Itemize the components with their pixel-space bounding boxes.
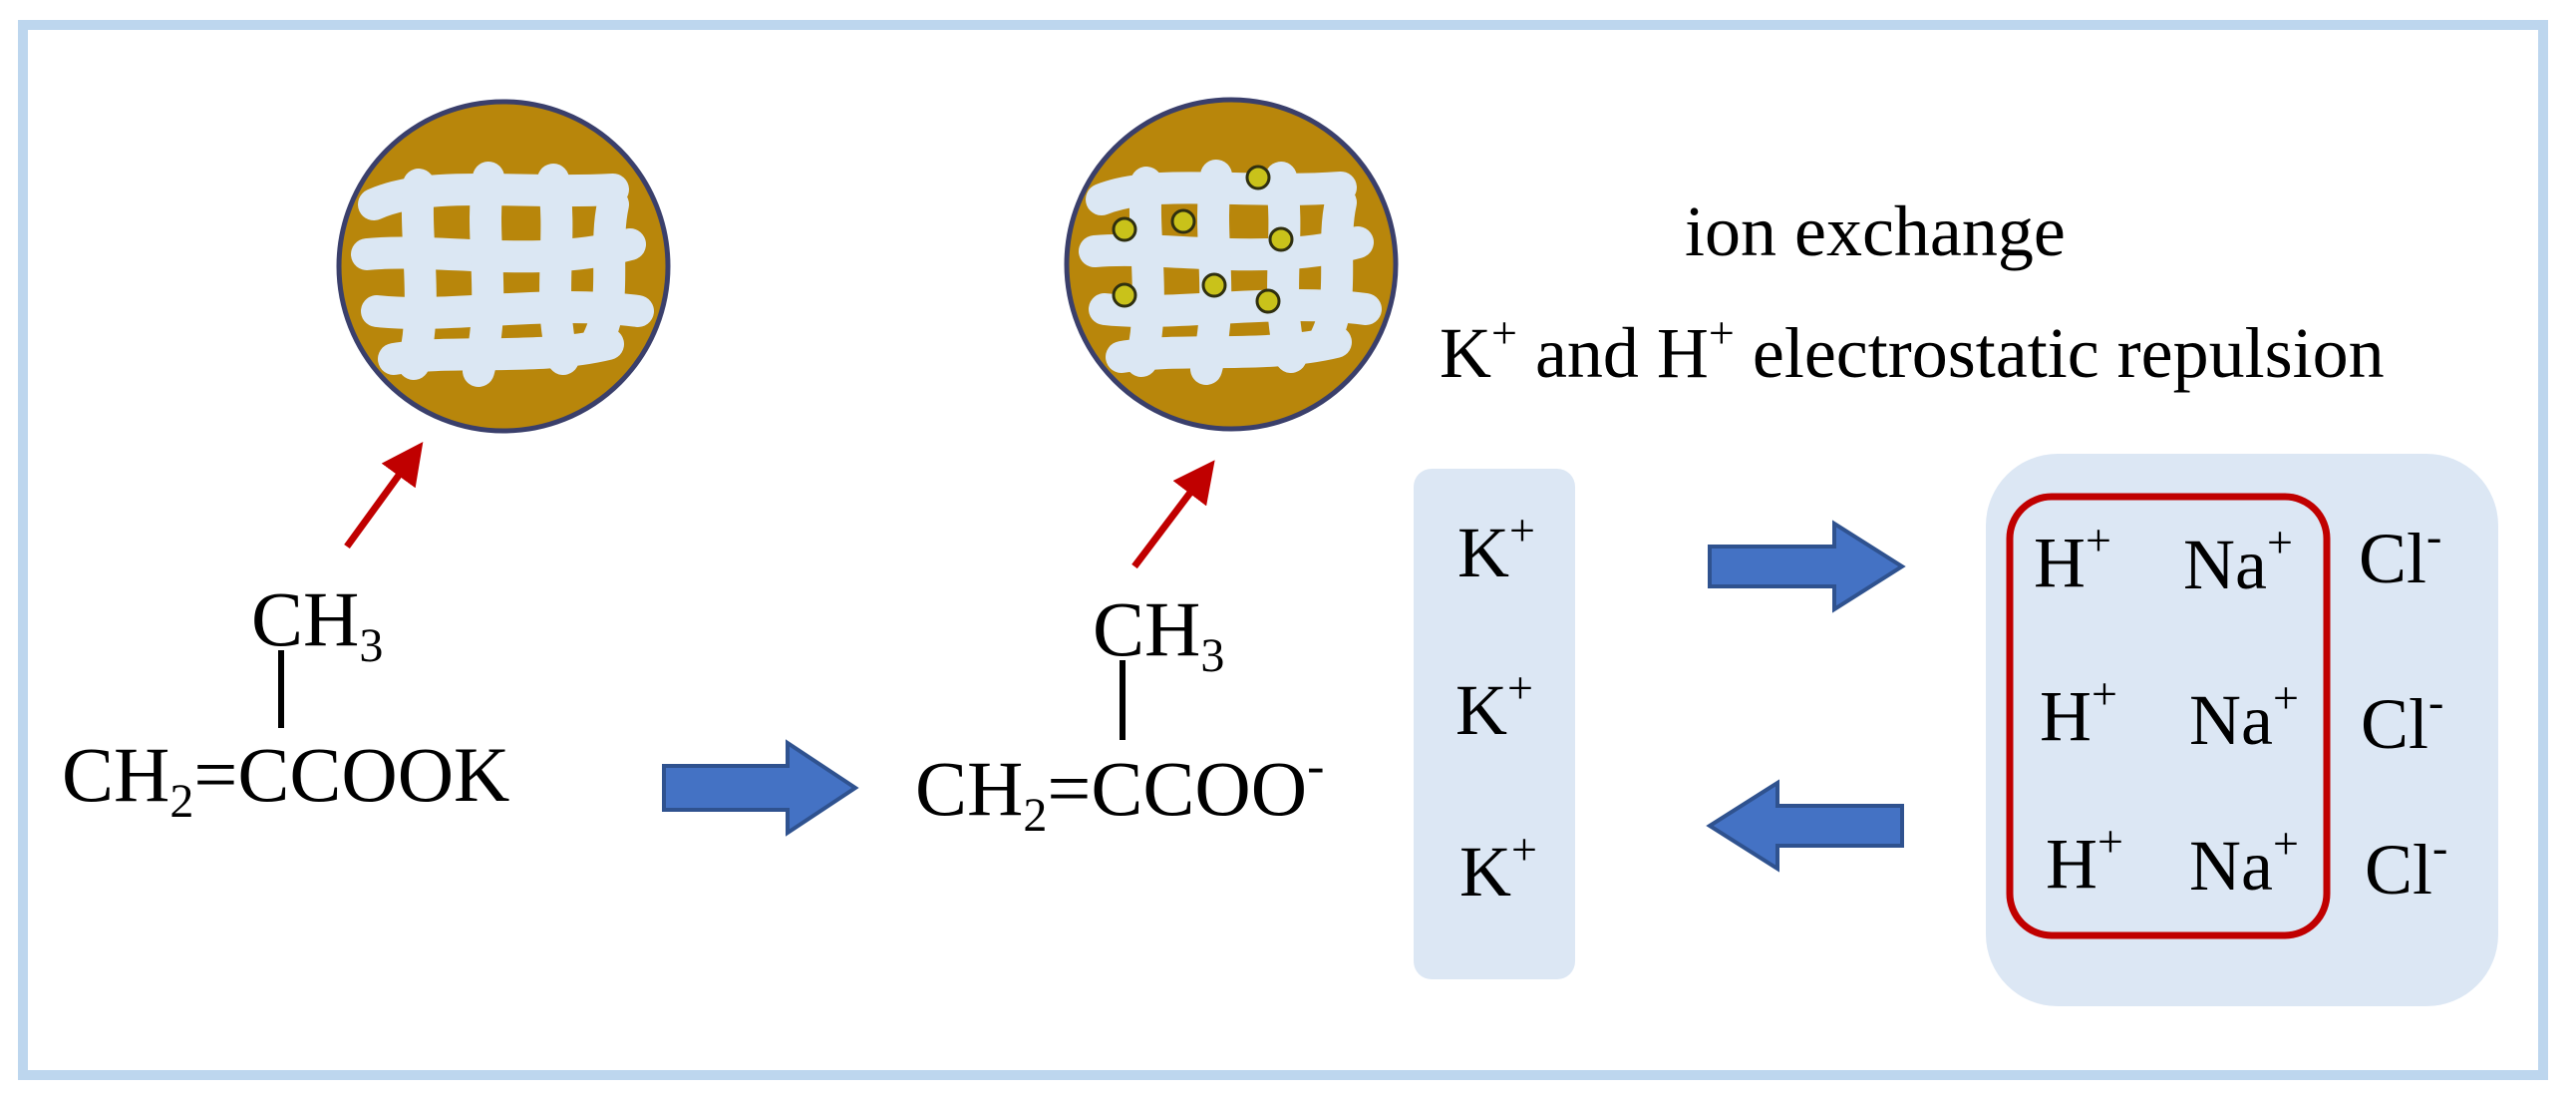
k-ion: K+: [1455, 665, 1533, 747]
h-ion: H+: [2034, 518, 2111, 599]
ion-symbol: Cl: [2361, 684, 2429, 764]
subscript: 2: [1023, 789, 1048, 842]
ion-symbol: H: [2046, 824, 2097, 904]
label-text: and H: [1516, 313, 1709, 393]
charge-sign: +: [1507, 662, 1533, 713]
ion-symbol: Cl: [2365, 830, 2433, 910]
ion-symbol: Cl: [2359, 519, 2427, 598]
charge-sign: +: [2092, 668, 2117, 719]
label-text: electrostatic repulsion: [1734, 313, 2385, 393]
formula-text: CH: [915, 745, 1024, 832]
h-ion: H+: [2046, 819, 2123, 901]
k-ion: K+: [1457, 508, 1535, 589]
monomer-formula-right: CH2=CCOO-: [915, 741, 1324, 840]
charge-sign: -: [2426, 511, 2442, 561]
ion-symbol: H: [2040, 676, 2092, 756]
cl-ion: Cl-: [2359, 514, 2441, 595]
ion-dot: [1268, 226, 1294, 252]
formula-text: =CCOO: [1047, 745, 1308, 832]
h-ion: H+: [2040, 671, 2117, 753]
hydrogel-network-bead-with-ions-icon: [1064, 97, 1399, 432]
polymer-network-icon: [351, 162, 654, 387]
charge-sign: +: [2272, 818, 2299, 869]
subscript: 2: [169, 775, 194, 828]
formula-text: CH: [62, 731, 170, 818]
ion-dot: [1201, 272, 1227, 298]
ion-exchange-label: ion exchange: [1685, 191, 2066, 271]
charge-sign: -: [2428, 676, 2444, 727]
cl-ion: Cl-: [2361, 679, 2443, 761]
charge-sign: +: [1491, 307, 1517, 358]
ion-symbol: K: [1457, 513, 1509, 592]
ion-symbol: K: [1459, 832, 1511, 912]
ion-symbol: K: [1455, 670, 1507, 750]
na-ion: Na+: [2189, 821, 2299, 903]
red-arrow-icon: [344, 442, 424, 550]
ion-symbol: H: [2034, 523, 2086, 602]
charge-sign: +: [1509, 505, 1535, 555]
methyl-group-left: CH3: [251, 580, 383, 670]
charge-sign: +: [2097, 816, 2123, 867]
k-ion: K+: [1459, 827, 1537, 909]
ion-dot: [1112, 282, 1137, 308]
ion-symbol: Na: [2183, 525, 2267, 604]
methyl-text: CH: [251, 575, 360, 662]
blue-block-arrow-icon: [662, 739, 859, 837]
charge-sign: +: [1511, 824, 1537, 875]
methyl-text: CH: [1093, 585, 1201, 672]
ion-dot: [1170, 208, 1196, 234]
charge-sign: -: [2432, 822, 2448, 873]
subscript: 3: [359, 619, 384, 672]
bound-ion-dots: [1112, 165, 1294, 314]
ion-dot: [1255, 288, 1281, 314]
ion-dot: [1112, 216, 1137, 242]
blue-block-arrow-icon: [1706, 779, 1904, 873]
formula-text: =CCOOK: [193, 731, 510, 818]
k-symbol: K: [1440, 313, 1491, 393]
red-selection-box: [2006, 493, 2331, 939]
red-arrow-icon: [1131, 460, 1215, 569]
ion-dot: [1245, 165, 1271, 190]
monomer-formula-left: CH2=CCOOK: [62, 736, 509, 826]
cl-ion: Cl-: [2365, 825, 2447, 907]
charge-sign: +: [2272, 672, 2299, 723]
ion-symbol: Na: [2189, 680, 2273, 760]
methyl-group-right: CH3: [1093, 590, 1224, 680]
na-ion: Na+: [2183, 520, 2293, 601]
k-ion-panel: [1414, 469, 1575, 979]
blue-block-arrow-icon: [1708, 520, 1906, 613]
subscript: 3: [1200, 629, 1225, 682]
charge-sign: -: [1307, 738, 1325, 795]
ion-symbol: Na: [2189, 826, 2273, 906]
na-ion: Na+: [2189, 675, 2299, 757]
charge-sign: +: [1708, 307, 1735, 358]
electrostatic-repulsion-label: K+ and H+ electrostatic repulsion: [1440, 310, 2385, 390]
polymer-network-icon: [1079, 160, 1382, 385]
exchange-ion-panel: [1986, 454, 2498, 1006]
charge-sign: +: [2266, 517, 2293, 567]
charge-sign: +: [2086, 515, 2111, 565]
hydrogel-network-bead-icon: [336, 99, 671, 434]
